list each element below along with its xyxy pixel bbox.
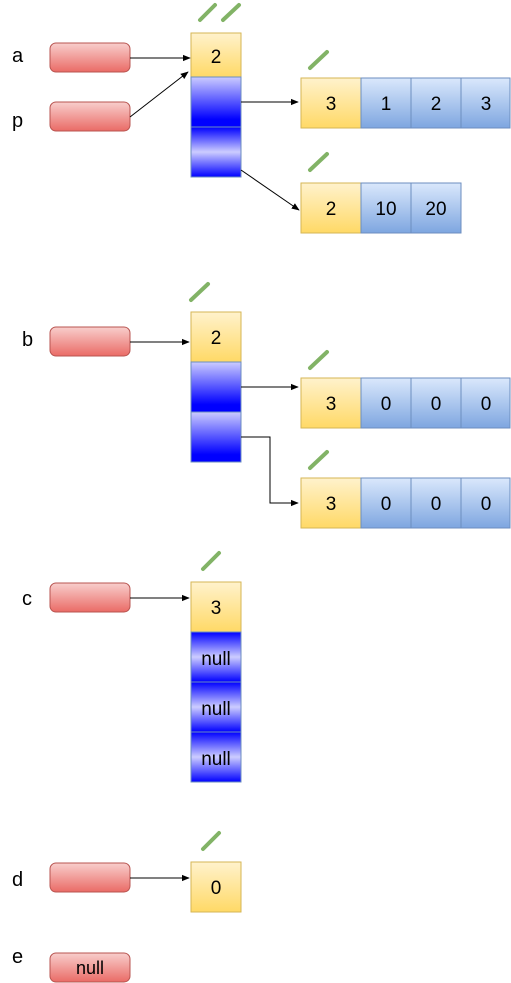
array-a0-value-1: 2 bbox=[431, 94, 442, 115]
array-a0-length-cell bbox=[300, 77, 362, 129]
outer-array-a-slot-0 bbox=[190, 76, 242, 128]
variable-box-p bbox=[49, 101, 131, 132]
array-b1-value-2: 0 bbox=[481, 494, 492, 515]
array-b0-length: 3 bbox=[326, 394, 337, 415]
object-mark bbox=[308, 152, 329, 172]
outer-array-b-length: 2 bbox=[211, 328, 222, 349]
reference-arrow-b1 bbox=[241, 436, 299, 507]
array-c-length-cell bbox=[190, 581, 242, 633]
object-mark bbox=[308, 350, 329, 370]
object-mark bbox=[308, 450, 329, 470]
array-c-slot bbox=[190, 631, 242, 683]
array-a1-value-0: 10 bbox=[375, 199, 396, 220]
variable-box-a bbox=[49, 42, 131, 73]
array-b0-length-cell bbox=[300, 377, 362, 429]
variable-label-b: b bbox=[22, 329, 33, 351]
object-mark bbox=[189, 282, 210, 302]
array-a1-length: 2 bbox=[326, 199, 337, 220]
array-a0-element bbox=[360, 77, 412, 129]
reference-arrow-a1 bbox=[240, 169, 300, 211]
variable-label-a: a bbox=[12, 45, 24, 67]
array-c-slot bbox=[190, 681, 242, 733]
variable-label-e: e bbox=[12, 946, 23, 968]
variable-label-d: d bbox=[12, 869, 23, 891]
object-mark bbox=[221, 3, 241, 22]
reference-arrow-p bbox=[129, 71, 189, 118]
object-mark bbox=[201, 551, 221, 571]
array-a0-length: 3 bbox=[326, 94, 337, 115]
variable-box-d bbox=[49, 862, 131, 893]
array-b0-element bbox=[360, 377, 412, 429]
array-c-length: 3 bbox=[211, 598, 222, 619]
object-mark bbox=[201, 831, 221, 851]
array-a0-element bbox=[460, 77, 511, 129]
outer-array-a-slot-1 bbox=[190, 126, 242, 178]
array-b0-value-0: 0 bbox=[381, 394, 392, 415]
array-c-slot-1: null bbox=[201, 699, 231, 720]
outer-array-b-slot-1 bbox=[190, 411, 242, 463]
array-a0-value-2: 3 bbox=[481, 94, 492, 115]
array-b1-length: 3 bbox=[326, 494, 337, 515]
array-c-slot bbox=[190, 731, 242, 783]
variable-e-value: null bbox=[76, 958, 104, 978]
array-b1-element bbox=[460, 477, 511, 529]
array-a1-length-cell bbox=[300, 182, 362, 234]
array-b0-element bbox=[460, 377, 511, 429]
array-b1-value-1: 0 bbox=[431, 494, 442, 515]
array-b1-value-0: 0 bbox=[381, 494, 392, 515]
array-c-slot-0: null bbox=[201, 649, 231, 670]
array-a0-value-0: 1 bbox=[381, 94, 392, 115]
array-b0-element bbox=[410, 377, 462, 429]
array-a1-element bbox=[360, 182, 412, 234]
variable-label-p: p bbox=[12, 110, 23, 132]
variable-box-b bbox=[49, 326, 131, 357]
object-mark bbox=[308, 50, 329, 70]
object-mark bbox=[198, 3, 217, 22]
outer-array-b-slot-0 bbox=[190, 361, 242, 413]
array-c-slot-2: null bbox=[201, 749, 231, 770]
variable-label-c: c bbox=[22, 588, 32, 610]
array-b0-value-2: 0 bbox=[481, 394, 492, 415]
array-d-length: 0 bbox=[211, 878, 222, 899]
array-a1-value-1: 20 bbox=[425, 199, 446, 220]
array-d-length-cell bbox=[190, 861, 242, 913]
variable-box-e bbox=[49, 952, 131, 983]
outer-array-a-length: 2 bbox=[211, 47, 222, 68]
outer-array-a-length-cell bbox=[190, 32, 242, 78]
array-b0-value-1: 0 bbox=[431, 394, 442, 415]
array-a1-element bbox=[410, 182, 462, 234]
variable-box-c bbox=[49, 582, 131, 613]
array-b1-length-cell bbox=[300, 477, 362, 529]
